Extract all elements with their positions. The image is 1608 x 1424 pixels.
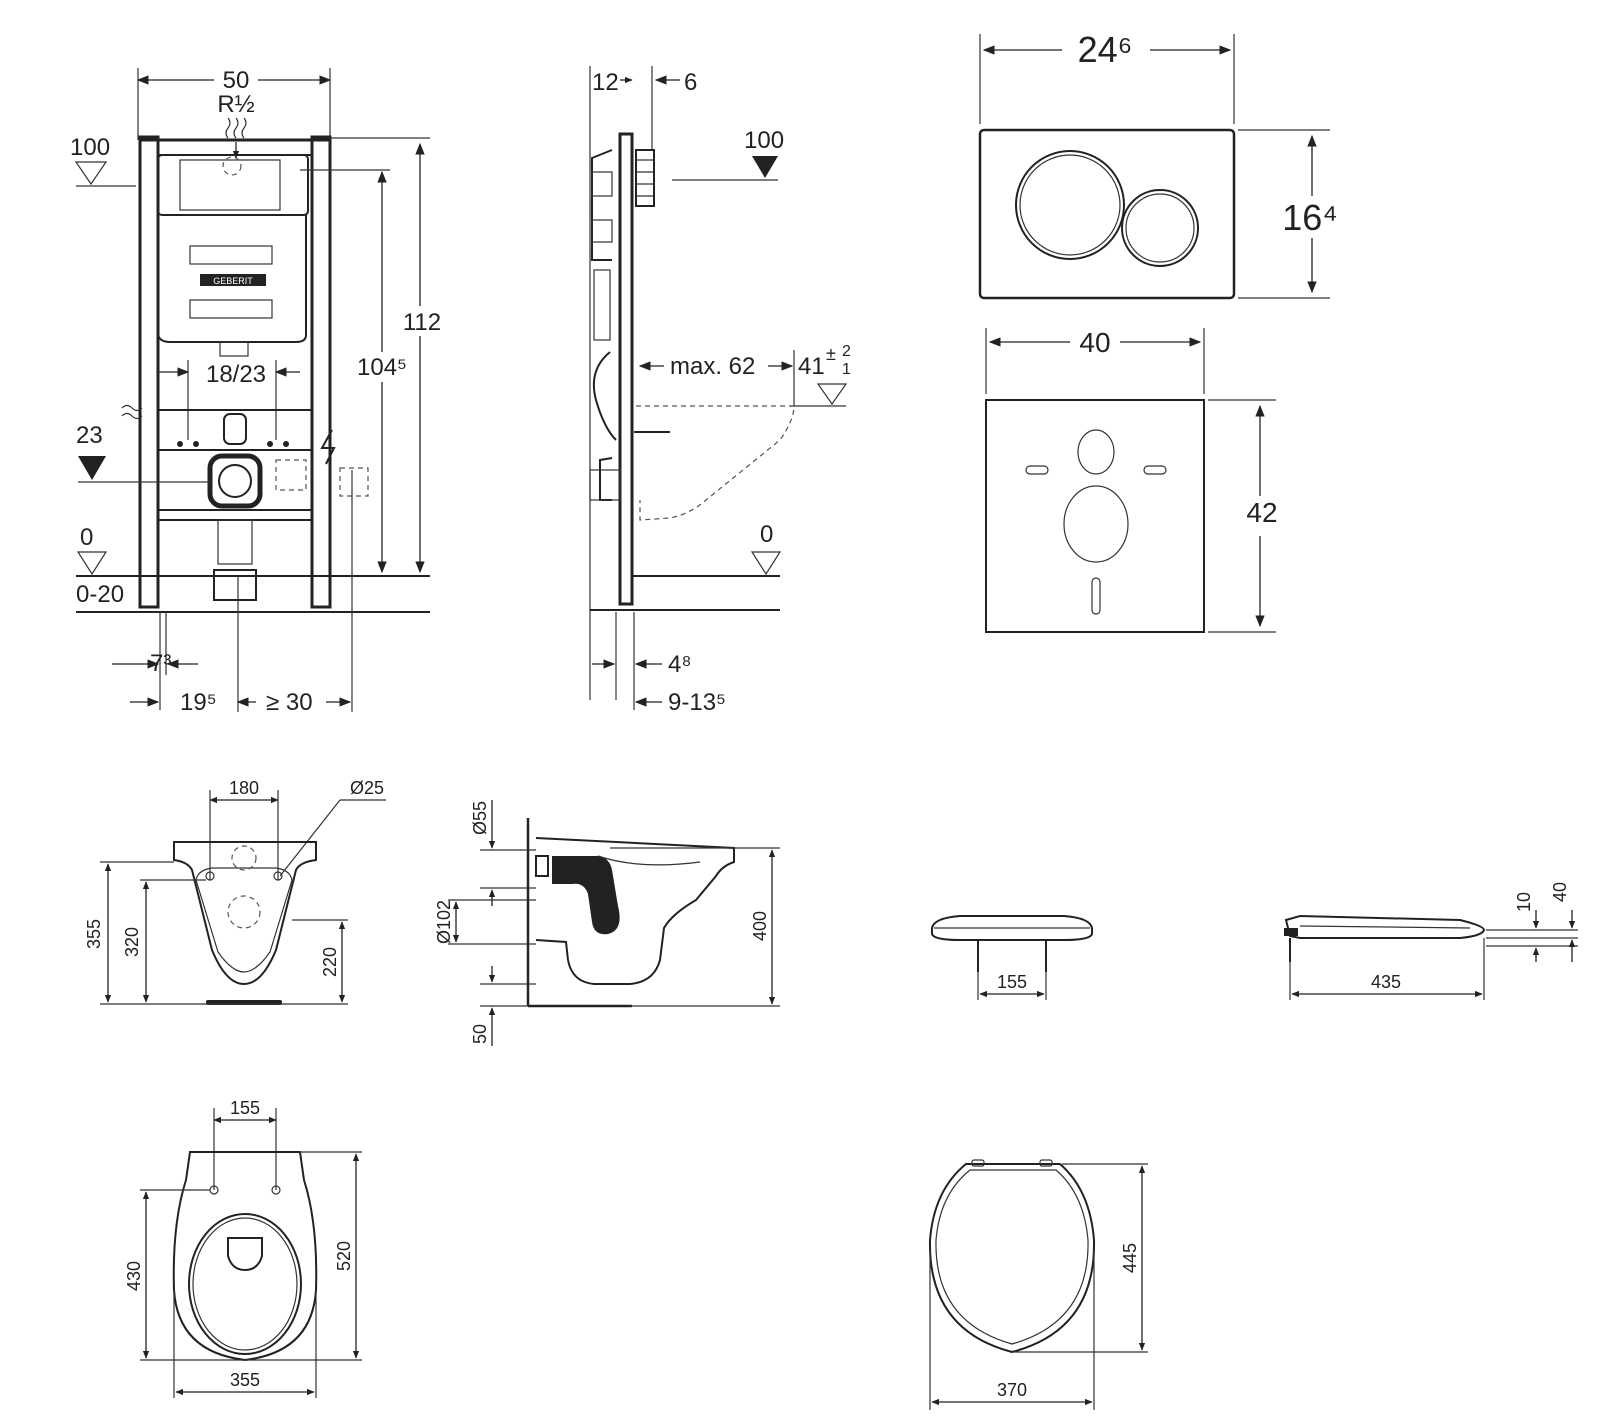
side-top-right-label: 6: [684, 69, 697, 96]
svg-text:±: ±: [826, 344, 836, 364]
electric-icon: [320, 429, 336, 465]
top-bolt-spacing-label: 155: [230, 1098, 260, 1118]
bowl-bottom-label: 50: [470, 1024, 490, 1044]
bowl-height-label: 41: [798, 353, 825, 380]
side-level-0-label: 0: [760, 521, 773, 548]
level-23-label: 23: [76, 422, 103, 449]
level-0-label: 0: [80, 524, 93, 551]
water-connection-icon: [121, 404, 143, 420]
seat-top-width-label: 370: [997, 1380, 1027, 1400]
seat-hinge-spacing-label: 155: [997, 972, 1027, 992]
level-100-label: 100: [70, 134, 110, 161]
bowl-height-220-label: 220: [320, 947, 340, 977]
bowl-side-view: Ø55 Ø102 50 400: [434, 800, 780, 1046]
drain-offset-label: 19⁵: [180, 689, 217, 716]
connection-label: R½: [217, 91, 254, 118]
min-clearance-label: ≥ 30: [266, 689, 313, 716]
sound-mat-height-label: 42: [1246, 497, 1277, 528]
flush-plate-view: 24⁶ 16⁴: [978, 29, 1338, 300]
bowl-side-height-label: 400: [750, 911, 770, 941]
tolerance-plus-label: 2: [842, 343, 851, 360]
bowl-top-430-label: 430: [124, 1261, 144, 1291]
total-height-label: 112: [403, 309, 441, 336]
water-supply-icon: [225, 117, 247, 139]
bolt-spacing-label: 18/23: [206, 361, 266, 388]
inner-height-label: 104⁵: [357, 354, 407, 381]
bowl-bolt-diameter-label: Ø25: [350, 778, 384, 798]
frame-front-view: 50 R½ 100 GEBERIT 18/23: [70, 66, 444, 716]
bowl-top-view: 155 430 520 355: [124, 1098, 362, 1398]
floor-range-label: 0-20: [76, 581, 124, 608]
bowl-top-520-label: 520: [334, 1241, 354, 1271]
outlet-diameter-label: Ø102: [434, 900, 454, 944]
seat-length-label: 435: [1371, 972, 1401, 992]
flush-plate-width-label: 24⁶: [1078, 29, 1133, 70]
seat-top-length-label: 445: [1120, 1243, 1140, 1273]
level-marker-icon: [74, 161, 108, 186]
bowl-height-355-label: 355: [84, 919, 104, 949]
brand-logo: GEBERIT: [213, 276, 253, 286]
bowl-height-320-label: 320: [122, 927, 142, 957]
seat-side-view: 435 10 40: [1284, 882, 1578, 1000]
tolerance-minus-label: 1: [842, 361, 851, 378]
sound-mat-width-label: 40: [1079, 327, 1110, 358]
side-level-100-label: 100: [744, 127, 784, 154]
seat-thickness-40-label: 40: [1550, 882, 1570, 902]
side-top-left-label: 12: [592, 69, 619, 96]
seat-top-view: 445 370: [928, 1159, 1148, 1410]
max-projection-label: max. 62: [670, 353, 755, 380]
side-bottom-b-label: 9-13⁵: [668, 689, 726, 716]
side-offset-label: 7³: [150, 650, 171, 677]
inlet-diameter-label: Ø55: [470, 801, 490, 835]
bowl-front-view: 180 Ø25 355 320 220: [84, 778, 386, 1005]
bowl-bolt-spacing-label: 180: [229, 778, 259, 798]
flush-plate-height-label: 16⁴: [1282, 197, 1338, 238]
seat-front-view: 155: [931, 915, 1093, 1000]
seat-thickness-10-label: 10: [1514, 892, 1534, 912]
frame-side-view: 12 6 100 max. 62 41 ± 2 1: [589, 66, 851, 716]
frame-width-label: 50: [223, 67, 250, 94]
sound-mat-view: 40 42: [985, 327, 1278, 633]
bowl-top-width-label: 355: [230, 1370, 260, 1390]
side-bottom-a-label: 4⁸: [668, 651, 691, 678]
